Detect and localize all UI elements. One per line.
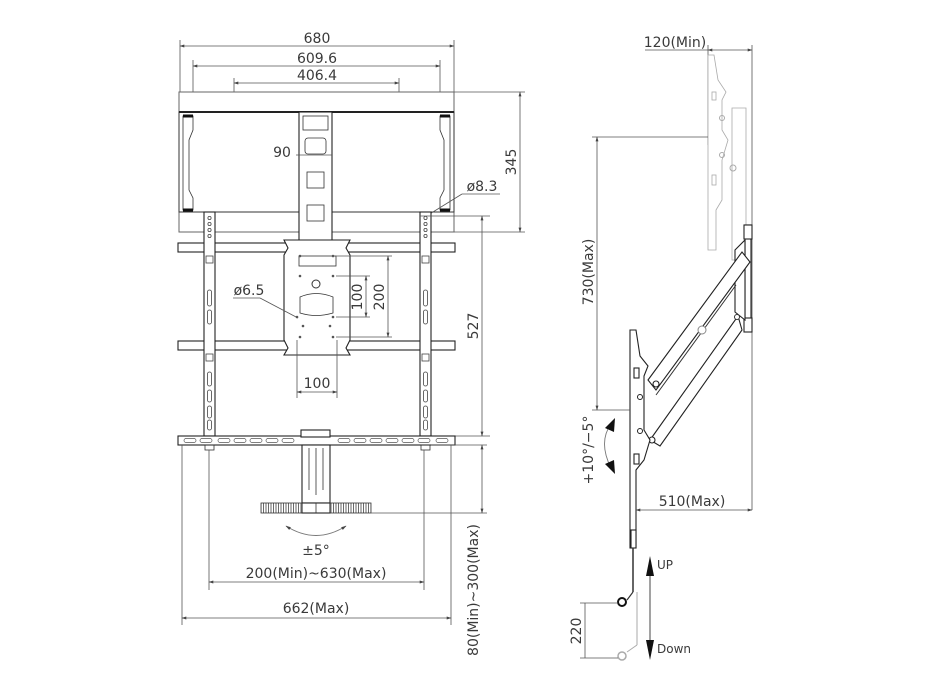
dim-center-column-width: 90 <box>273 145 291 161</box>
bottom-support-bar <box>177 429 456 451</box>
dim-min-depth: 120(Min) <box>644 35 707 51</box>
articulating-arm <box>647 251 751 447</box>
dim-vesa-max-width: 609.6 <box>297 51 337 67</box>
dim-overall-width-max: 662(Max) <box>283 601 350 617</box>
tilt-indicator: +10°/−5° <box>581 416 615 485</box>
max-extension-dimension: 510(Max) <box>635 494 753 512</box>
wall-plate-height-dimension: 345 <box>454 91 525 233</box>
swivel-indicator: ±5° <box>285 525 347 559</box>
up-arrow-icon <box>646 556 654 576</box>
dim-wall-hole-diameter: ø8.3 <box>467 179 498 195</box>
dim-vesa-mid-width: 406.4 <box>297 68 337 84</box>
dim-shelf-height-range: 80(Min)~300(Max) <box>466 524 482 656</box>
dim-vesa-horizontal: 100 <box>304 376 331 392</box>
dim-wall-plate-height: 345 <box>504 149 520 176</box>
width-dimensions: 680 609.6 406.4 <box>179 31 455 102</box>
dim-tilt-range: +10°/−5° <box>581 416 597 485</box>
dim-rail-height: 527 <box>466 313 482 340</box>
tv-bracket-side <box>629 329 651 549</box>
pull-down-mechanism <box>617 529 638 661</box>
vertical-travel-dimension: 220 <box>569 602 618 659</box>
dim-vesa-hole-diameter: ø6.5 <box>234 283 265 299</box>
up-label: UP <box>657 558 673 572</box>
dim-max-extension: 510(Max) <box>659 494 726 510</box>
front-view: 680 609.6 406.4 345 <box>177 31 525 656</box>
dim-swivel: ±5° <box>302 543 330 559</box>
up-down-indicator: UP <box>646 556 673 660</box>
vesa-plate <box>283 239 351 356</box>
dim-vertical-travel: 220 <box>569 618 585 645</box>
dim-vesa-vertical-large: 200 <box>372 284 388 311</box>
down-label: Down <box>657 642 691 656</box>
dim-overall-width: 680 <box>304 31 331 47</box>
shelf-post <box>260 444 372 514</box>
bottom-dimensions: 200(Min)~630(Max) 662(Max) 80(Min)~300(M… <box>181 444 487 656</box>
rail-height-dimension: 527 <box>420 215 490 437</box>
vertical-rails <box>203 211 432 437</box>
center-column: 90 <box>273 111 333 248</box>
dim-support-arm-range: 200(Min)~630(Max) <box>246 566 387 582</box>
min-depth-dimension: 120(Min) <box>644 35 753 510</box>
down-arrow-icon <box>646 640 654 660</box>
dim-vesa-vertical-small: 100 <box>350 284 366 311</box>
folded-position-ghost <box>707 54 747 261</box>
vesa-dimensions: ø6.5 100 200 100 <box>233 255 392 398</box>
side-view: 120(Min) <box>569 35 753 661</box>
dim-max-drop: 730(Max) <box>581 239 597 306</box>
max-drop-dimension: 730(Max) <box>581 136 708 411</box>
